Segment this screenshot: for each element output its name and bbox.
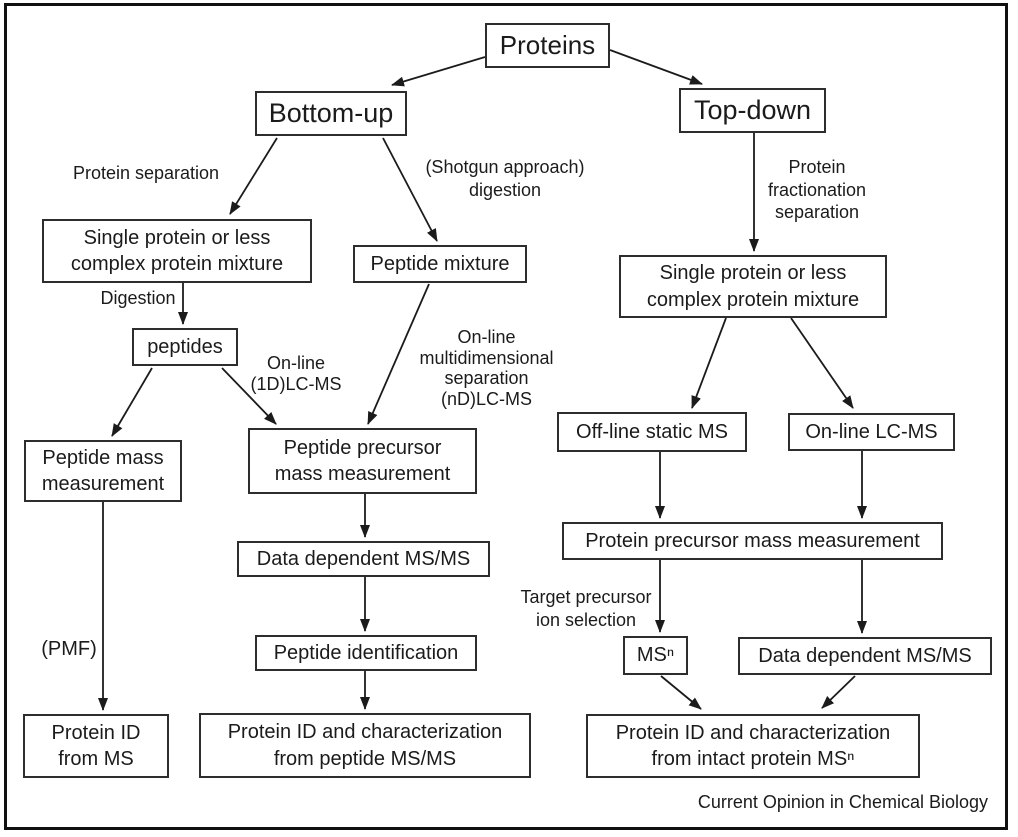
arrow-peptides-to-peptide-mass bbox=[111, 367, 153, 437]
node-data-dependent-msms-top-down: Data dependent MS/MS bbox=[738, 637, 992, 675]
arrow-bottom-up-to-peptide-mixture bbox=[382, 137, 438, 242]
node-peptides: peptides bbox=[132, 328, 238, 366]
figure-border bbox=[4, 3, 1008, 830]
arrow-data-dependent-to-protein-id-intact bbox=[821, 675, 856, 709]
label-online-1d-lc-ms: On-line (1D)LC-MS bbox=[250, 353, 342, 394]
node-bottom-up: Bottom-up bbox=[255, 91, 407, 136]
node-msn: MSⁿ bbox=[623, 636, 688, 675]
node-proteins: Proteins bbox=[485, 23, 610, 68]
label-protein-separation: Protein separation bbox=[72, 163, 220, 183]
node-protein-precursor-mass-measurement: Protein precursor mass measurement bbox=[562, 522, 943, 560]
arrow-bottom-up-to-single-protein bbox=[229, 137, 278, 215]
arrow-proteins-to-top-down bbox=[609, 49, 703, 85]
label-target-precursor-ion-selection: Target precursor ion selection bbox=[520, 587, 652, 630]
node-data-dependent-msms-bottom-up: Data dependent MS/MS bbox=[237, 541, 490, 577]
node-single-protein-top-down: Single protein or less complex protein m… bbox=[619, 255, 887, 318]
arrow-single-protein-to-offline-static bbox=[691, 317, 727, 409]
journal-credit: Current Opinion in Chemical Biology bbox=[697, 792, 988, 812]
node-online-lc-ms: On-line LC-MS bbox=[788, 413, 955, 451]
node-protein-id-peptide-msms: Protein ID and characterization from pep… bbox=[199, 713, 531, 778]
node-offline-static-ms: Off-line static MS bbox=[557, 412, 747, 452]
node-peptide-identification: Peptide identification bbox=[255, 635, 477, 671]
node-single-protein-bottom-up: Single protein or less complex protein m… bbox=[42, 219, 312, 283]
node-protein-id-intact-msn: Protein ID and characterization from int… bbox=[586, 714, 920, 778]
arrow-peptide-mixture-to-peptide-precursor bbox=[367, 283, 430, 425]
label-online-multidimensional: On-line multidimensional separation (nD)… bbox=[419, 327, 554, 410]
node-protein-id-from-ms: Protein ID from MS bbox=[23, 714, 169, 778]
node-peptide-mixture: Peptide mixture bbox=[353, 245, 527, 283]
label-shotgun-digestion: (Shotgun approach) digestion bbox=[425, 157, 585, 200]
node-top-down: Top-down bbox=[679, 88, 826, 133]
node-peptide-precursor-mass-measurement: Peptide precursor mass measurement bbox=[248, 428, 477, 494]
arrow-single-protein-to-online-lcms bbox=[790, 317, 854, 409]
label-digestion: Digestion bbox=[100, 288, 176, 308]
node-peptide-mass-measurement: Peptide mass measurement bbox=[24, 440, 182, 502]
label-pmf: (PMF) bbox=[41, 638, 97, 660]
arrow-peptides-to-peptide-precursor bbox=[221, 367, 277, 425]
arrow-proteins-to-bottom-up bbox=[391, 56, 486, 87]
arrow-msn-to-protein-id-intact bbox=[660, 675, 702, 710]
label-protein-fractionation: Protein fractionation separation bbox=[767, 157, 867, 222]
